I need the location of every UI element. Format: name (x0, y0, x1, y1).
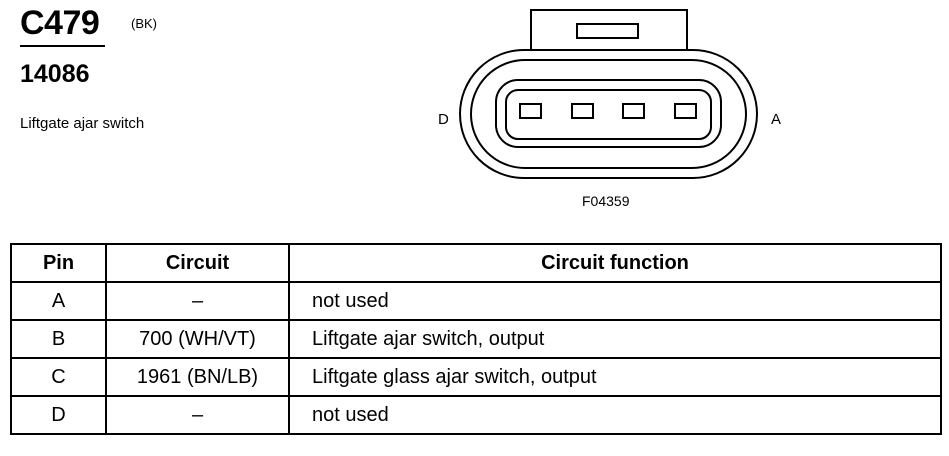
pin-terminal (571, 103, 594, 119)
pin-cell: A (10, 281, 107, 321)
part-number: 14086 (20, 60, 90, 88)
pinout-table: Pin Circuit Circuit function A – not use… (10, 243, 942, 435)
title-underline (20, 45, 105, 47)
pin-cell: D (10, 395, 107, 435)
pin-cavity-inner (505, 89, 712, 140)
column-header-pin: Pin (10, 243, 107, 283)
function-cell: not used (288, 281, 942, 321)
figure-id: F04359 (582, 193, 630, 209)
pin-label-right: A (771, 111, 781, 128)
connector-description: Liftgate ajar switch (20, 115, 145, 132)
function-cell: Liftgate ajar switch, output (288, 319, 942, 359)
table-row: A – not used (10, 281, 942, 321)
connector-face-diagram: D A F04359 (438, 9, 781, 209)
connector-outer-shell (459, 49, 758, 179)
pin-terminal (622, 103, 645, 119)
function-cell: not used (288, 395, 942, 435)
circuit-cell: – (105, 395, 290, 435)
connector-id: C479 (20, 4, 100, 42)
function-cell: Liftgate glass ajar switch, output (288, 357, 942, 397)
pin-terminal (519, 103, 542, 119)
circuit-cell: – (105, 281, 290, 321)
table-row: C 1961 (BN/LB) Liftgate glass ajar switc… (10, 357, 942, 397)
pin-cavity-outer (495, 79, 722, 148)
pin-cell: B (10, 319, 107, 359)
column-header-circuit: Circuit (105, 243, 290, 283)
circuit-cell: 1961 (BN/LB) (105, 357, 290, 397)
table-row: D – not used (10, 395, 942, 435)
pin-terminal (674, 103, 697, 119)
pin-label-left: D (438, 111, 449, 128)
latch-slot (576, 23, 639, 39)
circuit-cell: 700 (WH/VT) (105, 319, 290, 359)
column-header-function: Circuit function (288, 243, 942, 283)
connector-color-code: (BK) (131, 16, 157, 31)
table-header-row: Pin Circuit Circuit function (10, 243, 942, 283)
pin-cell: C (10, 357, 107, 397)
table-row: B 700 (WH/VT) Liftgate ajar switch, outp… (10, 319, 942, 359)
connector-inner-shell (470, 59, 747, 169)
